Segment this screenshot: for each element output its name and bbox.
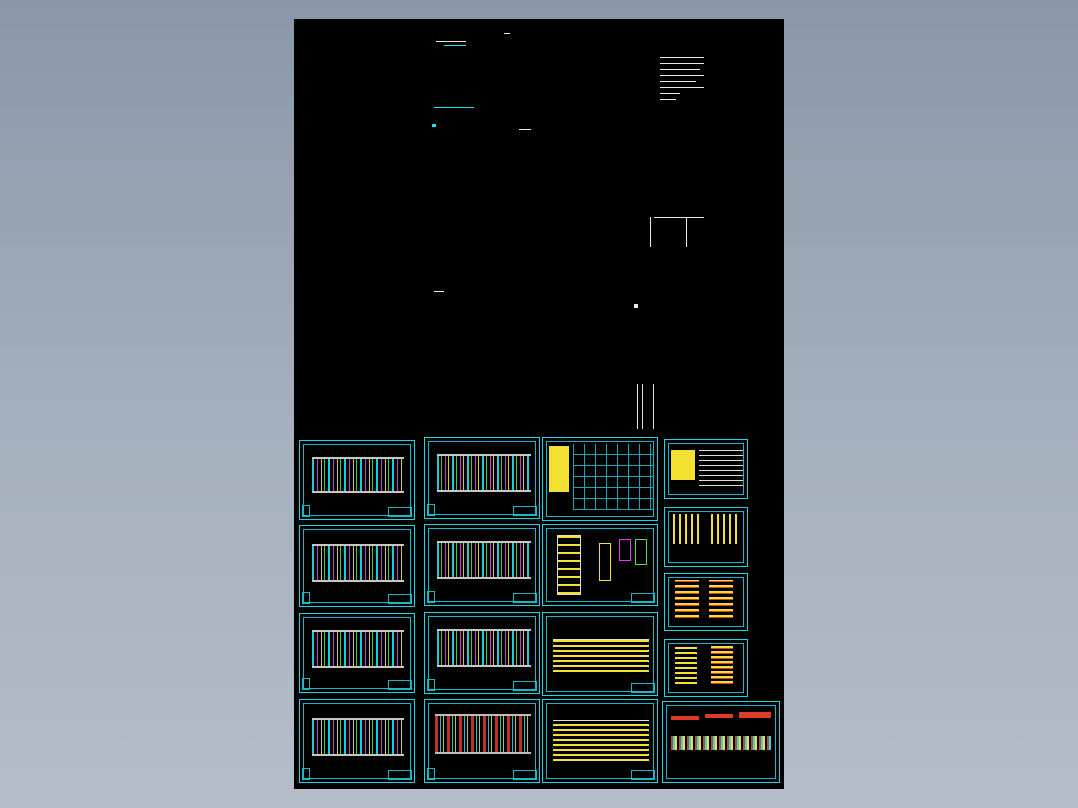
stair-detail-sheet[interactable]	[664, 507, 748, 567]
site-elevation-block	[705, 714, 733, 718]
drawing-sheet[interactable]	[294, 19, 784, 789]
detail-sheet-1[interactable]	[542, 437, 658, 521]
site-elevation-sheet[interactable]	[662, 701, 780, 783]
elevation-drawing	[553, 639, 649, 672]
section-drawing	[675, 646, 697, 684]
detail-grid	[573, 444, 653, 510]
note-mark	[642, 384, 654, 429]
note-mark	[436, 41, 466, 42]
floor-plan-sheet-7[interactable]	[424, 612, 540, 694]
detail-drawing	[619, 539, 631, 561]
floor-plan-sheet-8[interactable]	[424, 699, 540, 783]
note-mark	[504, 33, 510, 34]
floor-plan-sheet-5[interactable]	[424, 437, 540, 519]
floor-plan-drawing	[312, 630, 404, 668]
note-mark	[686, 217, 687, 247]
floor-plan-drawing	[312, 457, 404, 493]
section-drawing	[711, 646, 733, 684]
section-sheet-2[interactable]	[664, 639, 748, 697]
detail-block	[549, 446, 569, 492]
detail-drawing	[635, 539, 647, 565]
note-mark	[444, 45, 466, 46]
floor-plan-drawing	[437, 454, 531, 492]
note-mark	[434, 291, 444, 292]
floor-plan-sheet-2[interactable]	[299, 525, 415, 607]
site-elevation-block	[739, 712, 771, 718]
floor-plan-drawing	[435, 714, 531, 754]
floor-plan-sheet-6[interactable]	[424, 524, 540, 606]
stair-drawing	[557, 535, 581, 595]
elevation-sheet-2[interactable]	[542, 699, 658, 783]
floor-plan-drawing	[437, 629, 531, 667]
site-elevation-block	[671, 716, 699, 720]
floor-plan-sheet-1[interactable]	[299, 440, 415, 520]
note-mark	[637, 384, 638, 429]
site-elevation-drawing	[671, 736, 771, 750]
detail-sheet-2[interactable]	[542, 524, 658, 606]
cover-sheet[interactable]	[664, 439, 748, 499]
note-mark	[634, 304, 638, 308]
section-sheet-1[interactable]	[664, 573, 748, 631]
elevation-drawing	[553, 720, 649, 761]
stair-drawing	[673, 514, 703, 544]
note-mark	[434, 107, 474, 108]
cover-block	[671, 450, 695, 480]
floor-plan-drawing	[312, 544, 404, 582]
floor-plan-drawing	[312, 718, 404, 756]
cover-table	[699, 446, 743, 486]
legend-table	[660, 57, 704, 105]
note-mark	[650, 217, 651, 247]
note-mark	[432, 124, 436, 127]
detail-drawing	[599, 543, 611, 581]
note-mark	[654, 217, 704, 218]
stair-drawing	[711, 514, 741, 544]
note-mark	[519, 129, 531, 130]
section-drawing	[709, 580, 733, 618]
floor-plan-drawing	[437, 541, 531, 579]
floor-plan-sheet-4[interactable]	[299, 699, 415, 783]
floor-plan-sheet-3[interactable]	[299, 613, 415, 693]
section-drawing	[675, 580, 699, 618]
elevation-sheet-1[interactable]	[542, 612, 658, 696]
